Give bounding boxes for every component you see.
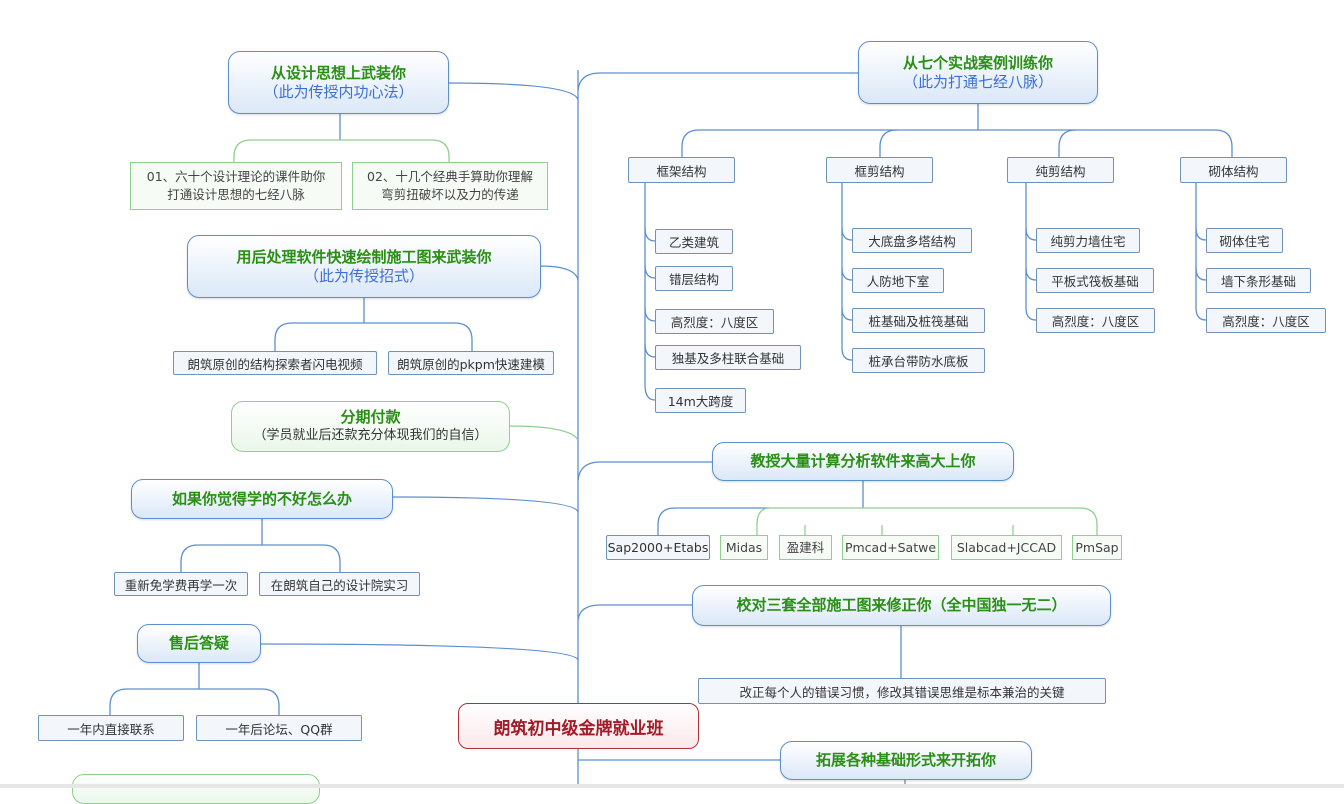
analysis-item-5[interactable]: Slabcad+JCCAD [951, 535, 1062, 560]
group-frame-shear[interactable]: 框剪结构 [826, 157, 933, 183]
software-item-1[interactable]: 朗筑原创的结构探索者闪电视频 [173, 351, 377, 375]
frame-item-3[interactable]: 高烈度：八度区 [655, 309, 774, 334]
poor-learning-item-2[interactable]: 在朗筑自己的设计院实习 [259, 572, 420, 596]
group-frame[interactable]: 框架结构 [628, 157, 735, 183]
foundation-title: 拓展各种基础形式来开拓你 [815, 751, 996, 769]
frame-item-1[interactable]: 乙类建筑 [655, 229, 733, 254]
design-thought-node[interactable]: 从设计思想上武装你 （此为传授内功心法） [228, 51, 449, 114]
frame-item-5[interactable]: 14m大跨度 [655, 388, 746, 413]
partial-bottom-node [72, 774, 320, 804]
shear-wall-item-1[interactable]: 纯剪力墙住宅 [1036, 228, 1140, 253]
masonry-item-2[interactable]: 墙下条形基础 [1206, 268, 1311, 293]
design-item-1-line-2: 打通设计思想的七经八脉 [167, 187, 305, 202]
frame-item-2[interactable]: 错层结构 [655, 266, 733, 291]
analysis-software-node[interactable]: 教授大量计算分析软件来高大上你 [712, 442, 1014, 481]
design-item-1[interactable]: 01、六十个设计理论的课件助你 打通设计思想的七经八脉 [130, 162, 342, 210]
installment-subtitle: （学员就业后还款充分体现我们的自信） [253, 428, 488, 443]
check-item-1[interactable]: 改正每个人的错误习惯，修改其错误思维是标本兼治的关键 [698, 678, 1106, 704]
installment-title: 分期付款 [340, 408, 401, 426]
software-node[interactable]: 用后处理软件快速绘制施工图来武装你 （此为传授招式） [187, 235, 541, 298]
poor-learning-title: 如果你觉得学的不好怎么办 [171, 489, 352, 508]
central-topic[interactable]: 朗筑初中级金牌就业班 [458, 703, 699, 749]
aftersale-item-2[interactable]: 一年后论坛、QQ群 [196, 715, 362, 741]
design-thought-subtitle: （此为传授内功心法） [263, 82, 414, 101]
shear-wall-item-3[interactable]: 高烈度：八度区 [1036, 308, 1155, 333]
aftersale-node[interactable]: 售后答疑 [137, 624, 261, 663]
design-thought-title: 从设计思想上武装你 [270, 63, 406, 82]
aftersale-title: 售后答疑 [168, 634, 229, 652]
installment-node[interactable]: 分期付款 （学员就业后还款充分体现我们的自信） [231, 401, 510, 452]
frame-shear-item-2[interactable]: 人防地下室 [852, 268, 944, 293]
analysis-software-title: 教授大量计算分析软件来高大上你 [750, 452, 976, 470]
foundation-node[interactable]: 拓展各种基础形式来开拓你 [780, 741, 1032, 780]
analysis-item-1[interactable]: Sap2000+Etabs [606, 535, 710, 560]
frame-shear-item-1[interactable]: 大底盘多塔结构 [852, 228, 972, 253]
group-masonry[interactable]: 砌体结构 [1180, 157, 1287, 183]
analysis-item-4[interactable]: Pmcad+Satwe [842, 535, 939, 560]
masonry-item-3[interactable]: 高烈度：八度区 [1206, 308, 1326, 333]
group-shear-wall[interactable]: 纯剪结构 [1007, 157, 1114, 183]
frame-shear-item-3[interactable]: 桩基础及桩筏基础 [852, 308, 985, 333]
analysis-item-6[interactable]: PmSap [1072, 535, 1122, 560]
software-item-2[interactable]: 朗筑原创的pkpm快速建模 [388, 351, 554, 375]
analysis-item-3[interactable]: 盈建科 [779, 535, 832, 560]
software-title: 用后处理软件快速绘制施工图来武装你 [236, 247, 492, 266]
frame-item-4[interactable]: 独基及多柱联合基础 [655, 345, 801, 370]
design-item-1-line-1: 01、六十个设计理论的课件助你 [146, 169, 326, 184]
aftersale-item-1[interactable]: 一年内直接联系 [38, 715, 184, 741]
design-item-2-line-2: 弯剪扭破坏以及力的传递 [381, 187, 519, 202]
masonry-item-1[interactable]: 砌体住宅 [1206, 228, 1283, 253]
design-item-2-line-1: 02、十几个经典手算助你理解 [367, 169, 533, 184]
design-item-2[interactable]: 02、十几个经典手算助你理解 弯剪扭破坏以及力的传递 [352, 162, 548, 210]
frame-shear-item-4[interactable]: 桩承台带防水底板 [852, 348, 985, 373]
analysis-item-2[interactable]: Midas [720, 535, 768, 560]
check-drawings-title: 校对三套全部施工图来修正你（全中国独一无二） [736, 596, 1067, 614]
poor-learning-item-1[interactable]: 重新免学费再学一次 [114, 572, 248, 596]
check-drawings-node[interactable]: 校对三套全部施工图来修正你（全中国独一无二） [692, 585, 1111, 626]
cases-node[interactable]: 从七个实战案例训练你 （此为打通七经八脉） [858, 41, 1098, 104]
cases-title: 从七个实战案例训练你 [902, 53, 1053, 72]
software-subtitle: （此为传授招式） [303, 266, 424, 285]
bottom-scroll-strip [0, 784, 1344, 788]
cases-subtitle: （此为打通七经八脉） [902, 72, 1053, 91]
shear-wall-item-2[interactable]: 平板式筏板基础 [1036, 268, 1154, 293]
poor-learning-node[interactable]: 如果你觉得学的不好怎么办 [131, 479, 393, 519]
